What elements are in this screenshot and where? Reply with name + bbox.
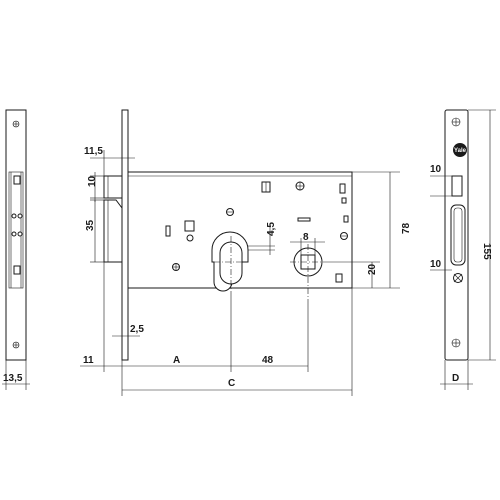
dim-11-5: 11,5 — [84, 146, 103, 157]
faceplate — [121, 109, 129, 361]
dead-bolt — [103, 199, 123, 263]
side-view-left: 13,5 — [2, 109, 30, 390]
deadbolt-opening — [450, 204, 466, 266]
dim-48: 48 — [262, 355, 274, 366]
dim-10-right-bottom: 10 — [430, 259, 442, 270]
dim-C: C — [228, 378, 235, 389]
dim-35: 35 — [85, 219, 96, 231]
dim-10-latch: 10 — [87, 175, 98, 187]
latch-opening — [451, 175, 463, 197]
yale-logo-text: Yale — [454, 148, 467, 154]
dim-155: 155 — [481, 243, 492, 260]
dim-8: 8 — [303, 232, 309, 243]
case-edge — [8, 171, 24, 289]
front-view-lock-body: 11,5 10 35 4,5 8 78 20 2,5 — [80, 109, 412, 396]
dim-10-right-top: 10 — [430, 164, 442, 175]
dim-4-5: 4,5 — [266, 222, 277, 236]
dim-D: D — [452, 373, 459, 384]
dim-A: A — [173, 355, 180, 366]
front-view-faceplate: Yale 10 10 155 D — [430, 109, 496, 390]
dim-11: 11 — [83, 355, 94, 366]
dim-20: 20 — [367, 263, 378, 275]
yale-logo — [453, 143, 467, 157]
dim-2-5: 2,5 — [130, 324, 144, 335]
latch-bolt — [103, 175, 123, 199]
dim-78: 78 — [401, 222, 412, 234]
dim-13-5: 13,5 — [3, 373, 23, 384]
